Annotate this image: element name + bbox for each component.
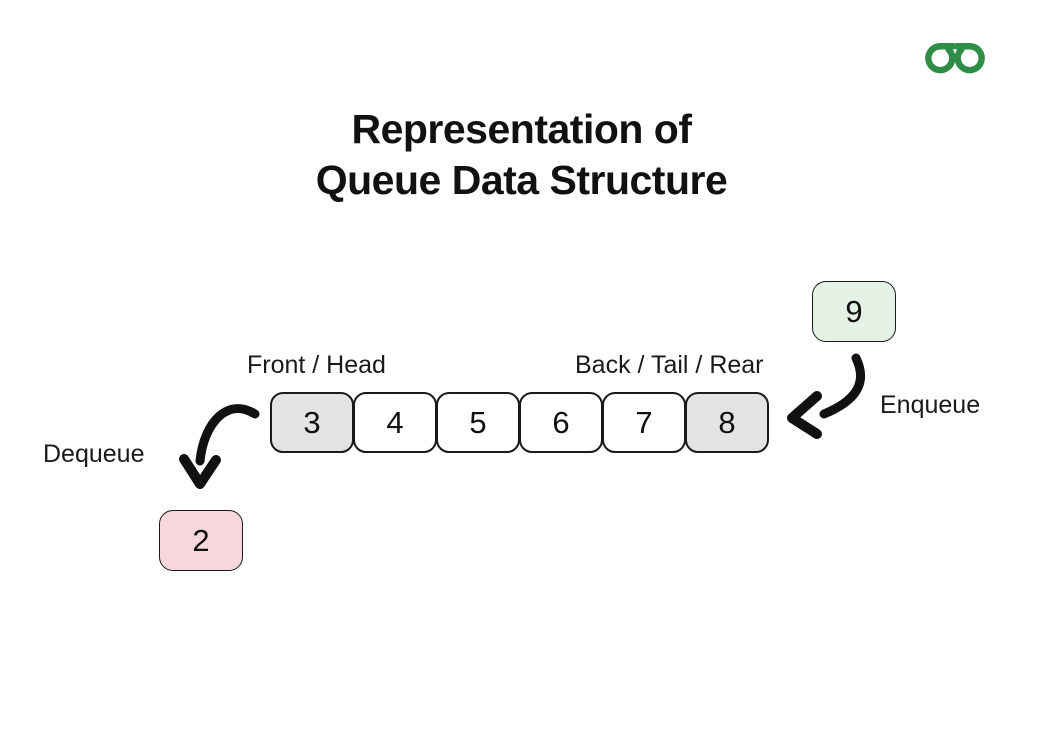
dequeue-arrow-curve bbox=[195, 404, 260, 466]
enqueue-arrowhead-icon bbox=[787, 391, 822, 439]
front-head-label: Front / Head bbox=[247, 351, 386, 379]
queue-cell: 6 bbox=[519, 392, 603, 453]
queue-row: 3 4 5 6 7 8 bbox=[270, 392, 769, 453]
logo-left-g bbox=[925, 43, 957, 74]
enqueue-label: Enqueue bbox=[880, 391, 981, 419]
dequeue-arrowhead-icon bbox=[179, 454, 221, 489]
dequeue-label: Dequeue bbox=[43, 440, 145, 468]
page-title: Representation of Queue Data Structure bbox=[0, 104, 1043, 206]
enqueue-item-box: 9 bbox=[812, 281, 896, 342]
page-title-line-2: Queue Data Structure bbox=[315, 157, 728, 203]
queue-cell: 4 bbox=[353, 392, 437, 453]
back-tail-rear-label: Back / Tail / Rear bbox=[575, 351, 764, 379]
geeksforgeeks-logo-icon bbox=[925, 43, 985, 74]
dequeue-item-box: 2 bbox=[159, 510, 243, 571]
queue-cell-rear: 8 bbox=[685, 392, 769, 453]
queue-cell-front: 3 bbox=[270, 392, 354, 453]
page-title-line-1: Representation of bbox=[351, 106, 692, 152]
logo-right-g bbox=[953, 43, 985, 74]
enqueue-arrow-curve bbox=[819, 353, 865, 419]
queue-cell: 5 bbox=[436, 392, 520, 453]
queue-cell: 7 bbox=[602, 392, 686, 453]
